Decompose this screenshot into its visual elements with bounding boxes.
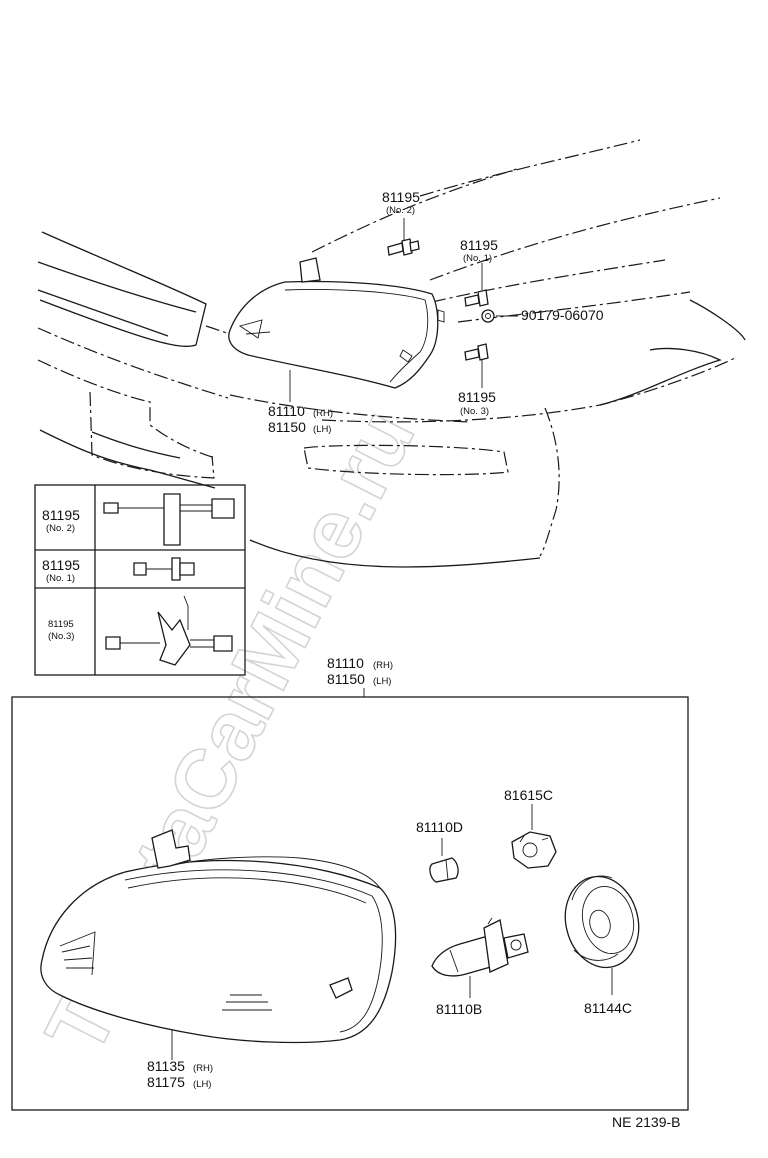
bolt-legend-table: [34, 484, 246, 676]
callout-81195-no2: 81195: [382, 189, 420, 205]
callout-rh-box: (RH): [373, 660, 393, 671]
bolt-no3-top: [464, 343, 489, 361]
legend-bolt-no2: [103, 493, 235, 546]
socket: [511, 831, 557, 869]
callout-81615c: 81615C: [504, 787, 553, 803]
detail-frame: [11, 696, 689, 1111]
callout-81175: 81175: [147, 1074, 185, 1090]
legend-row1-number: 81195: [42, 507, 80, 523]
rubber-cover: [564, 875, 640, 969]
callout-81195-no3: 81195: [458, 389, 496, 405]
callout-81110b: 81110B: [436, 1001, 482, 1017]
legend-row2-number: 81195: [42, 557, 80, 573]
callout-no1-note: (No. 1): [463, 253, 492, 264]
callout-no2-note: (No. 2): [386, 205, 415, 216]
headlamp-lens-large: [40, 829, 397, 1044]
legend-row2-note: (No. 1): [46, 573, 75, 584]
headlamp-installed: [228, 257, 445, 389]
callout-rh-top: (RH): [313, 408, 333, 419]
leader-lines-upper: [289, 218, 518, 402]
callout-81195-no1: 81195: [460, 237, 498, 253]
legend-bolt-no1: [133, 557, 195, 581]
callout-81135: 81135: [147, 1058, 185, 1074]
callout-90179-06070: 90179-06070: [521, 307, 604, 323]
bulb-main: [431, 917, 529, 977]
bulb-small: [429, 857, 459, 883]
legend-row1-note: (No. 2): [46, 523, 75, 534]
legend-row3-number: 81195: [48, 619, 74, 630]
callout-lh-top: (LH): [313, 424, 331, 435]
callout-81110-top: 81110: [268, 403, 305, 419]
bolt-no2-top: [387, 238, 420, 256]
callout-lh-lens: (LH): [193, 1079, 211, 1090]
bolt-no1-top: [464, 289, 489, 307]
nut-top: [481, 309, 495, 323]
diagram-code: NE 2139-B: [612, 1114, 680, 1130]
callout-81144c: 81144C: [584, 1000, 632, 1016]
callout-81110d: 81110D: [416, 819, 463, 835]
callout-81110-box: 81110: [327, 655, 364, 671]
legend-row3-note: (No.3): [48, 631, 74, 642]
callout-no3-note: (No. 3): [460, 406, 489, 417]
callout-81150-top: 81150: [268, 419, 306, 435]
callout-rh-lens: (RH): [193, 1063, 213, 1074]
legend-bolt-no3: [105, 595, 233, 666]
callout-81150-box: 81150: [327, 671, 365, 687]
callout-lh-box: (LH): [373, 676, 391, 687]
